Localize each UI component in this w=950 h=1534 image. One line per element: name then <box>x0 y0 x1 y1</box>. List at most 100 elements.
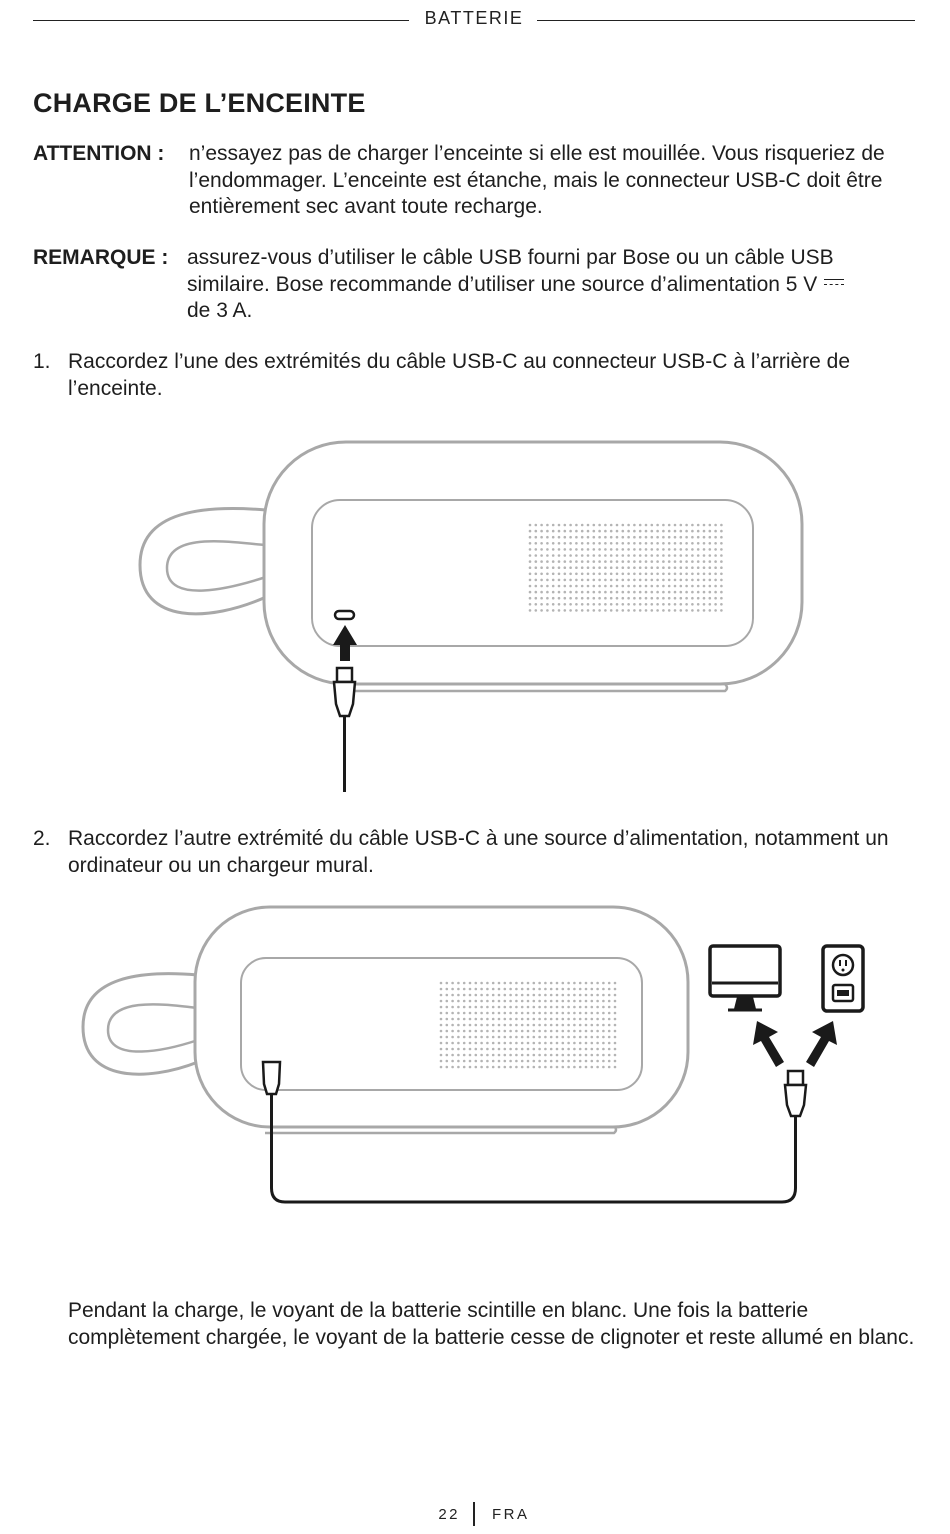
grille-dot <box>439 999 443 1003</box>
grille-dot <box>445 981 449 985</box>
grille-dot <box>534 578 538 582</box>
grille-dot <box>474 1005 478 1009</box>
grille-dot <box>633 572 636 576</box>
grille-dot <box>702 542 706 545</box>
grille-dot <box>696 566 700 569</box>
grille-dot <box>439 1005 443 1009</box>
grille-dot <box>656 560 659 563</box>
grille-dot <box>445 1005 449 1009</box>
grille-dot <box>480 1005 483 1009</box>
grille-dot <box>638 566 642 569</box>
grille-dot <box>515 993 518 997</box>
grille-dot <box>546 523 549 527</box>
grille-dot <box>468 1011 472 1015</box>
grille-dot <box>679 554 683 557</box>
grille-dot <box>685 548 688 551</box>
grille-dot <box>596 1029 599 1033</box>
grille-dot <box>546 529 549 533</box>
grille-dot <box>544 1023 547 1027</box>
grille-dot <box>598 535 601 539</box>
grille-dot <box>491 1041 495 1045</box>
header-rule-right <box>537 20 915 22</box>
grille-dot <box>673 566 677 569</box>
grille-dot <box>557 572 561 576</box>
grille-dot <box>615 566 619 569</box>
grille-dot <box>509 999 512 1003</box>
grille-dot <box>644 603 648 606</box>
grille-dot <box>532 1023 536 1027</box>
grille-dot <box>515 1065 518 1069</box>
usb-cable <box>270 1094 797 1204</box>
grille-dot <box>673 609 677 612</box>
grille-dot <box>546 548 549 551</box>
speaker-panel <box>240 957 643 1091</box>
grille-dot <box>573 1065 576 1069</box>
grille-dot <box>557 529 561 533</box>
grille-dot <box>714 542 717 545</box>
grille-dot <box>596 1041 599 1045</box>
grille-dot <box>714 548 717 551</box>
grille-dot <box>592 578 596 582</box>
grille-dot <box>457 1035 460 1039</box>
grille-dot <box>557 590 561 594</box>
grille-dot <box>708 529 712 533</box>
grille-dot <box>596 1005 599 1009</box>
grille-dot <box>567 999 570 1003</box>
grille-dot <box>673 572 677 576</box>
grille-dot <box>627 603 630 606</box>
grille-dot <box>650 578 654 582</box>
grille-dot <box>584 1035 588 1039</box>
grille-dot <box>515 1053 518 1057</box>
grille-dot <box>497 1041 501 1045</box>
grille-dot <box>549 1059 553 1063</box>
grille-dot <box>462 1029 466 1033</box>
grille-dot <box>563 596 567 600</box>
grille-dot <box>633 535 636 539</box>
grille-dot <box>656 554 659 557</box>
grille-dot <box>491 1005 495 1009</box>
grille-dot <box>580 560 584 563</box>
grille-dot <box>638 584 642 588</box>
grille-dot <box>555 987 559 991</box>
grille-dot <box>515 1011 518 1015</box>
grille-dot <box>538 1053 541 1057</box>
speaker-illustration <box>138 440 804 693</box>
attention-text: n’essayez pas de charger l’enceinte si e… <box>189 142 885 218</box>
grille-dot <box>549 1041 553 1045</box>
grille-dot <box>520 1047 524 1051</box>
grille-dot <box>650 560 654 563</box>
figure-usb-c-power-source-connection <box>81 905 865 1204</box>
grille-dot <box>551 548 555 551</box>
grille-dot <box>621 596 625 600</box>
grille-dot <box>580 529 584 533</box>
grille-dot <box>604 596 607 600</box>
grille-dot <box>609 566 613 569</box>
grille-dot <box>457 1065 460 1069</box>
grille-dot <box>714 603 717 606</box>
grille-dot <box>598 542 601 545</box>
grille-dot <box>480 1029 483 1033</box>
grille-dot <box>557 554 561 557</box>
grille-dot <box>590 1029 594 1033</box>
grille-dot <box>445 1041 449 1045</box>
grille-dot <box>602 1011 605 1015</box>
grille-dot <box>650 603 654 606</box>
grille-dot <box>604 548 607 551</box>
grille-dot <box>575 603 578 606</box>
grille-dot <box>685 566 688 569</box>
speaker-grille-dots <box>528 523 723 612</box>
grille-dot <box>656 535 659 539</box>
grille-dot <box>439 987 443 991</box>
grille-dot <box>592 566 596 569</box>
grille-dot <box>526 1041 530 1045</box>
grille-dot <box>561 1017 565 1021</box>
grille-dot <box>650 590 654 594</box>
grille-dot <box>656 529 659 533</box>
grille-dot <box>662 529 665 533</box>
grille-dot <box>679 566 683 569</box>
grille-dot <box>673 590 677 594</box>
grille-dot <box>662 523 665 527</box>
grille-dot <box>462 1011 466 1015</box>
grille-dot <box>644 572 648 576</box>
grille-dot <box>662 566 665 569</box>
